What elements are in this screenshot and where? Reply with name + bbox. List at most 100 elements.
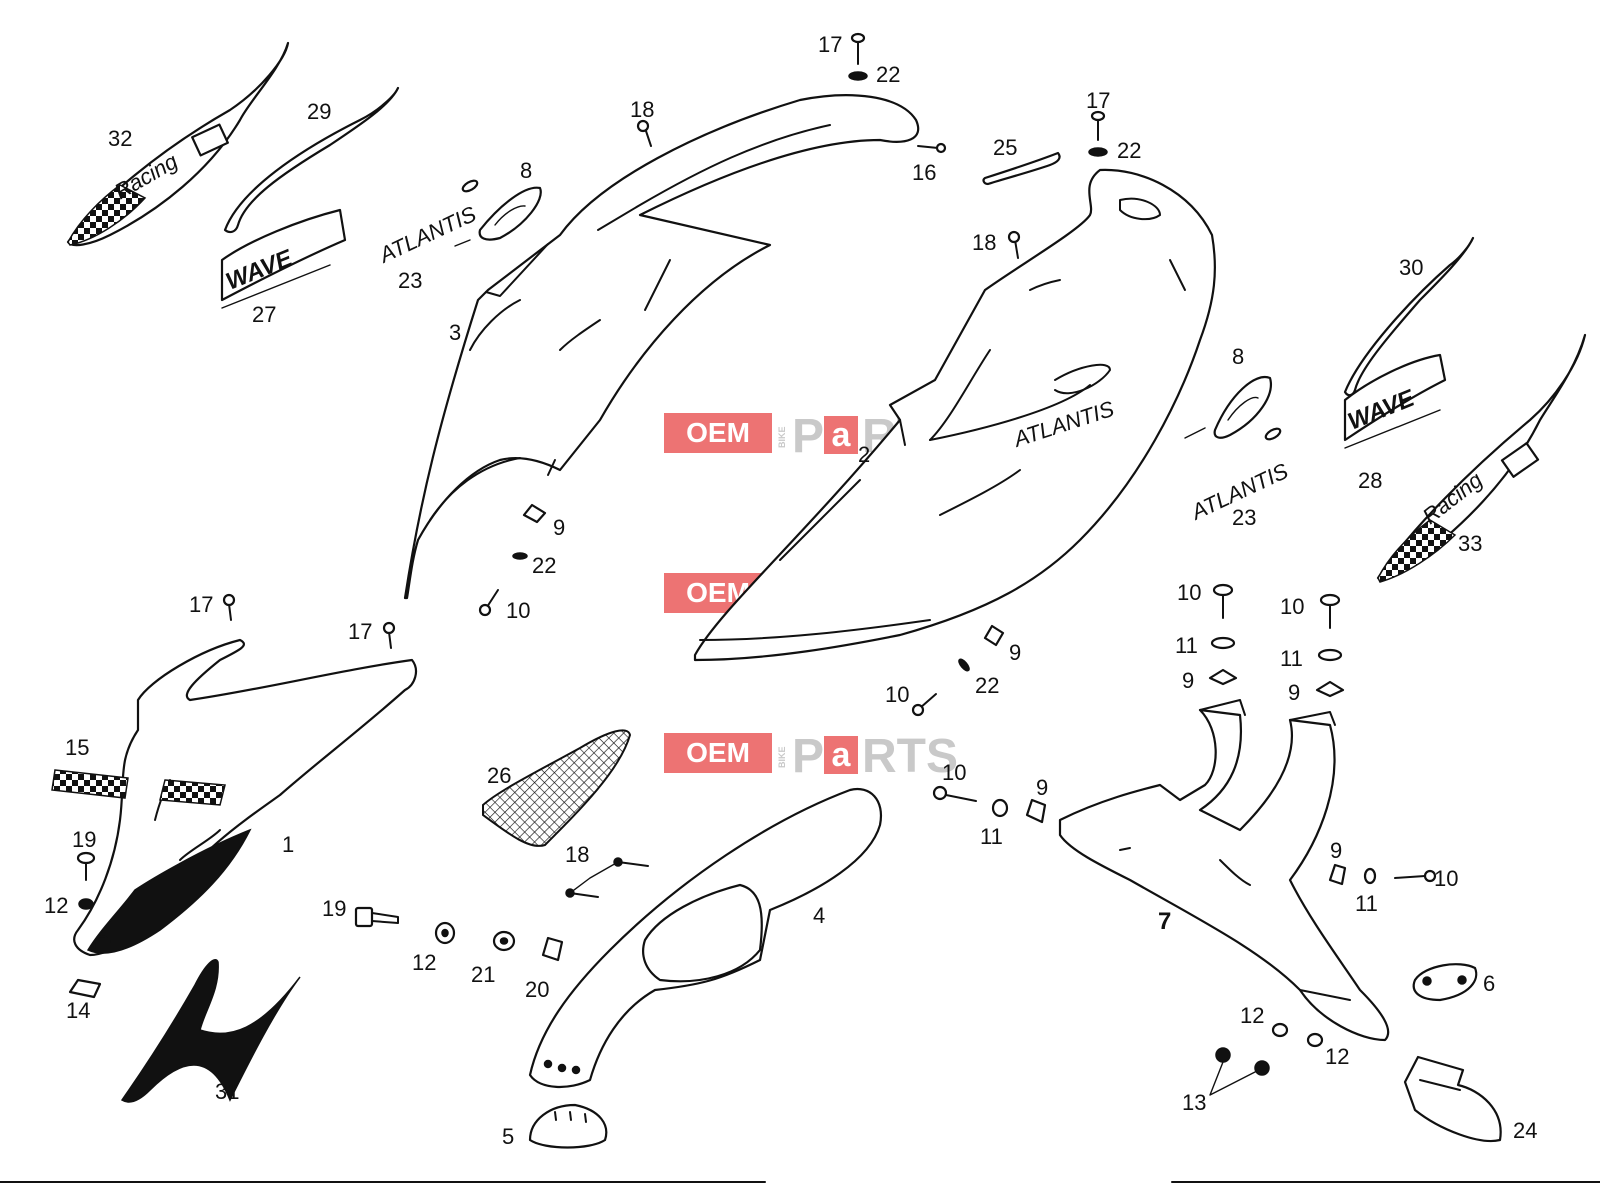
watermark-oem-text: OEM <box>686 417 750 448</box>
callout-17d: 17 <box>348 619 372 644</box>
part-10-bolt-mid <box>932 785 1047 824</box>
callout-5: 5 <box>502 1124 514 1149</box>
part-18-screws-pair <box>565 857 649 898</box>
part-12-nut-small <box>78 898 94 910</box>
part-7-rear-lower-body <box>1058 699 1390 1042</box>
part-12-washer <box>434 921 456 945</box>
callout-9a: 9 <box>553 515 565 540</box>
part-24-rear-flap <box>1403 1055 1502 1143</box>
callout-23b: 23 <box>1232 505 1256 530</box>
callout-13: 13 <box>1182 1090 1206 1115</box>
watermark-p-text: P <box>792 410 824 463</box>
callout-4: 4 <box>813 903 825 928</box>
callout-11b: 11 <box>1175 633 1198 658</box>
decal-atlantis-text-left: ATLANTIS <box>374 201 480 268</box>
part-8-logo-decal-left <box>454 179 542 247</box>
callout-6: 6 <box>1483 971 1495 996</box>
callout-31: 31 <box>215 1079 239 1104</box>
callout-18b: 18 <box>972 230 996 255</box>
watermark-oem-box <box>664 733 772 773</box>
callout-17b: 17 <box>1086 88 1110 113</box>
callout-8a: 8 <box>520 158 532 183</box>
callout-20: 20 <box>525 977 549 1002</box>
part-17-22-top-screws <box>848 32 1108 157</box>
watermark-bike-text: BIKE <box>777 746 787 768</box>
part-30-stripe-right <box>1343 236 1475 397</box>
callout-16: 16 <box>912 160 936 185</box>
part-5-cap <box>528 1103 608 1149</box>
callout-11a: 11 <box>980 824 1003 849</box>
callout-23a: 23 <box>398 268 422 293</box>
callout-10c: 10 <box>942 760 966 785</box>
callout-22c: 22 <box>532 553 556 578</box>
callout-30: 30 <box>1399 255 1423 280</box>
callout-25: 25 <box>993 135 1017 160</box>
callout-28: 28 <box>1358 468 1382 493</box>
part-12-13-nuts <box>1209 1022 1324 1096</box>
part-9-11-10-right-fasteners <box>1328 863 1437 886</box>
part-1-front-leg-shield <box>73 638 418 957</box>
callout-33: 33 <box>1458 531 1482 556</box>
callout-14: 14 <box>66 998 90 1023</box>
callout-3: 3 <box>449 320 461 345</box>
part-19-screw-small <box>76 851 96 881</box>
callout-11c: 11 <box>1280 646 1303 671</box>
callout-2: 2 <box>858 442 870 467</box>
watermark-a-box <box>824 736 858 774</box>
callout-26: 26 <box>487 763 511 788</box>
callout-21: 21 <box>471 962 495 987</box>
part-10-bolt-center <box>911 624 1005 717</box>
callout-18c: 18 <box>565 842 589 867</box>
callout-24: 24 <box>1513 1118 1537 1143</box>
part-14-clip <box>68 978 102 999</box>
watermark-bike-text: BIKE <box>777 426 787 448</box>
watermark-a-text: a <box>832 736 852 774</box>
part-17-screws-left <box>222 593 396 649</box>
callout-7: 7 <box>1158 908 1171 935</box>
callout-29: 29 <box>307 99 331 124</box>
watermark-p-text: P <box>792 730 824 783</box>
callout-12d: 12 <box>1325 1044 1349 1069</box>
part-23-atlantis-decal-left: ATLANTIS <box>374 201 480 268</box>
callout-22b: 22 <box>1117 138 1141 163</box>
callout-10a: 10 <box>506 598 530 623</box>
part-21-washer <box>492 930 516 952</box>
callout-9c: 9 <box>1182 668 1194 693</box>
callout-9f: 9 <box>1330 838 1342 863</box>
callout-18a: 18 <box>630 97 654 122</box>
callout-8b: 8 <box>1232 344 1244 369</box>
callout-17c: 17 <box>189 592 213 617</box>
watermark-rts-text: RTS <box>862 730 958 783</box>
callout-labels: 1 2 3 4 5 6 7 8 8 9 9 9 9 9 9 10 10 10 1… <box>44 32 1537 1149</box>
callout-22a: 22 <box>876 62 900 87</box>
callout-9d: 9 <box>1288 680 1300 705</box>
callout-15: 15 <box>65 735 89 760</box>
part-26-mesh-grille <box>482 729 632 847</box>
watermark-bottom: OEM BIKE P a RTS <box>664 730 958 783</box>
callout-1: 1 <box>282 832 294 857</box>
callout-9e: 9 <box>1036 775 1048 800</box>
part-27-wave-decal-left: WAVE <box>220 208 347 309</box>
part-25-strip <box>982 151 1061 186</box>
watermark-oem-text: OEM <box>686 737 750 768</box>
part-20-clip <box>541 936 564 962</box>
part-18-screws-top <box>636 119 1021 259</box>
part-29-stripe-left <box>223 86 400 234</box>
callout-12b: 12 <box>412 950 436 975</box>
part-16-screw-top <box>917 142 947 154</box>
part-6-bracket <box>1412 963 1478 1002</box>
callout-10d: 10 <box>1177 580 1201 605</box>
watermark-oem-box <box>664 413 772 453</box>
part-2-right-side-panel: ATLANTIS <box>693 168 1216 662</box>
callout-9b: 9 <box>1009 640 1021 665</box>
part-19-bolt <box>354 906 399 928</box>
watermark-a-box <box>824 416 858 454</box>
callout-12c: 12 <box>1240 1003 1264 1028</box>
part-31-lower-decal <box>120 959 301 1103</box>
callout-10f: 10 <box>1434 866 1458 891</box>
part-10-bolt-mid-left <box>478 503 547 617</box>
part-3-left-side-panel <box>403 94 920 600</box>
callout-22d: 22 <box>975 673 999 698</box>
callout-11d: 11 <box>1355 891 1378 916</box>
